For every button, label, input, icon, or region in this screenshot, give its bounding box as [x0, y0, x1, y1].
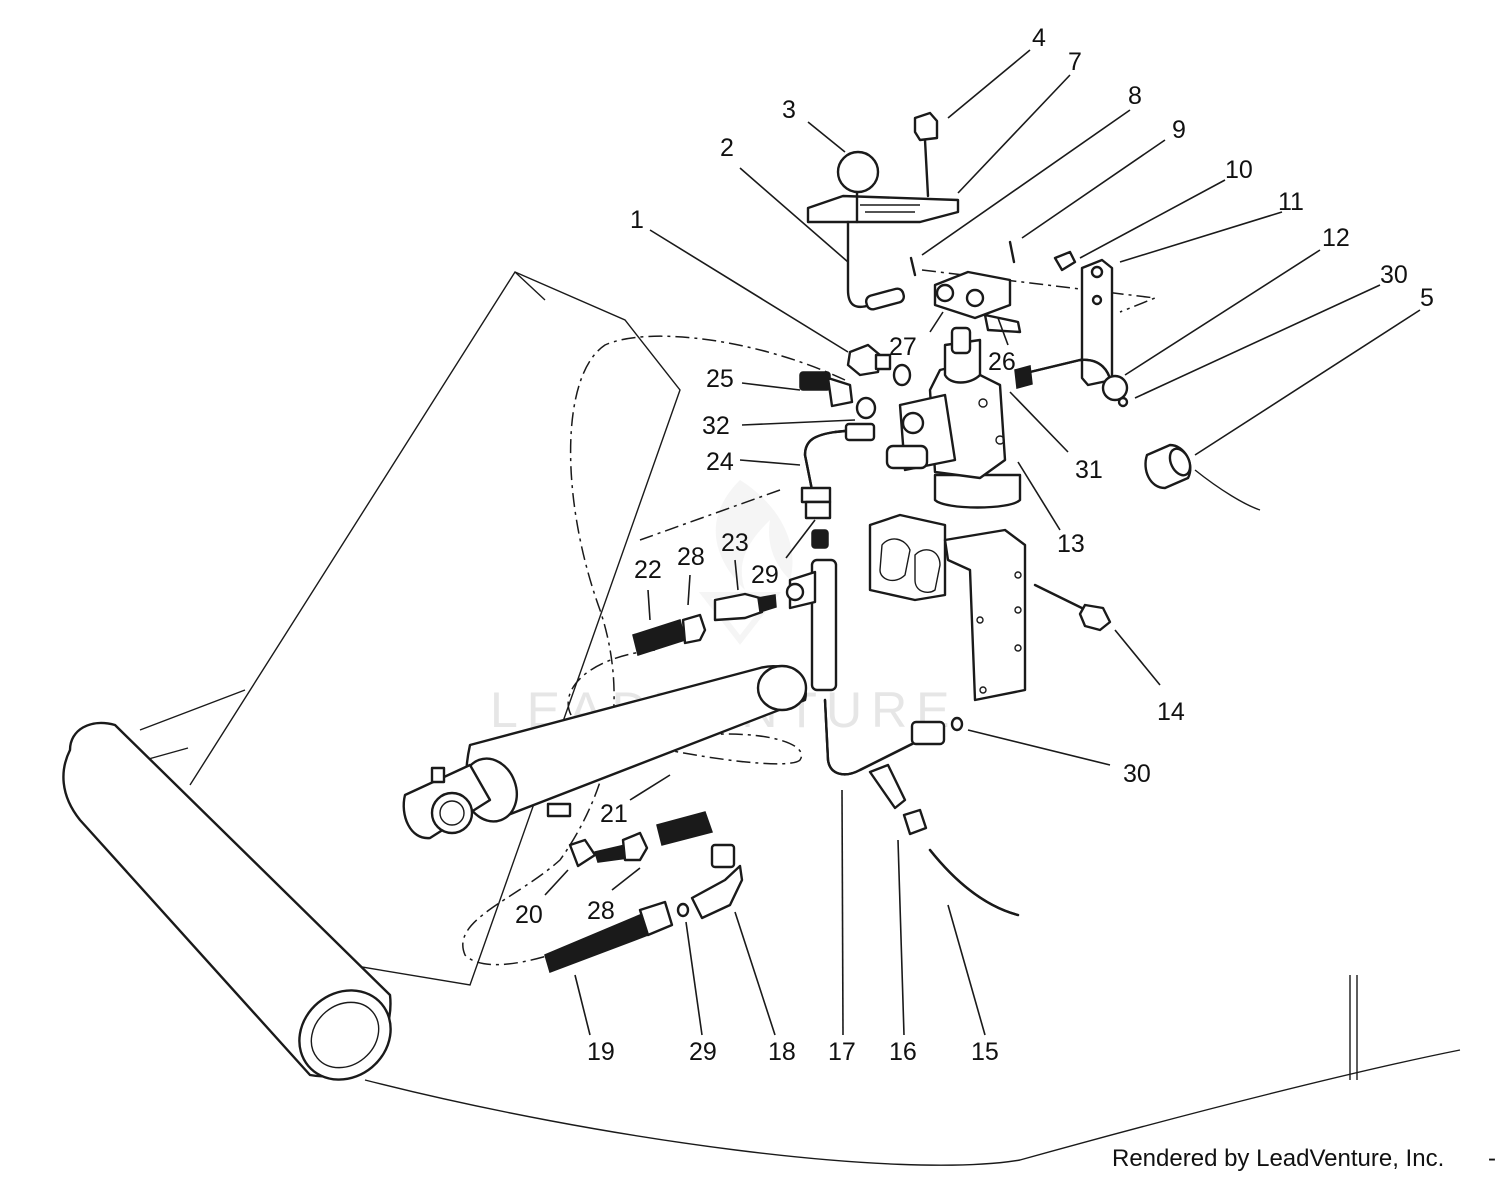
bolt-14 — [1033, 583, 1112, 632]
corner-mark: - — [1488, 1145, 1496, 1172]
hose-fittings-lower — [568, 811, 713, 868]
bracket-11 — [1053, 250, 1114, 387]
callout-28b: 28 — [587, 897, 615, 925]
callout-30b: 30 — [1123, 760, 1151, 788]
callouts: 1 2 3 4 5 7 8 9 10 11 12 30 27 26 25 32 … — [515, 24, 1434, 1066]
handle-knob — [836, 150, 880, 194]
bolt-4 — [913, 111, 939, 198]
spacer-5 — [1144, 443, 1192, 490]
callout-27: 27 — [889, 333, 917, 361]
callout-26: 26 — [988, 348, 1016, 376]
return-tube — [823, 698, 1020, 917]
clevis-27 — [933, 270, 1022, 334]
control-handle — [806, 150, 960, 311]
fitting-12 — [1014, 358, 1129, 408]
lower-hose — [544, 843, 744, 973]
elbow-24 — [800, 422, 876, 520]
callout-21: 21 — [600, 800, 628, 828]
callout-15: 15 — [971, 1038, 999, 1066]
frame-outline — [139, 271, 1461, 1166]
fitting-25 — [799, 371, 877, 420]
control-valve-13 — [885, 326, 1022, 509]
callout-29b: 29 — [689, 1038, 717, 1066]
callout-24: 24 — [706, 448, 734, 476]
callout-23: 23 — [721, 529, 749, 557]
cotter-pins — [909, 240, 1156, 313]
callout-1: 1 — [630, 206, 644, 234]
callout-4: 4 — [1032, 24, 1046, 52]
callout-22: 22 — [634, 556, 662, 584]
fitting-1 — [846, 343, 912, 387]
callout-3: 3 — [782, 96, 796, 124]
callout-9: 9 — [1172, 116, 1186, 144]
callout-7: 7 — [1068, 48, 1082, 76]
callout-10: 10 — [1225, 156, 1253, 184]
callout-14: 14 — [1157, 698, 1185, 726]
callout-30a: 30 — [1380, 261, 1408, 289]
callout-2: 2 — [720, 134, 734, 162]
callout-32: 32 — [702, 412, 730, 440]
hose-fittings-upper — [632, 592, 777, 656]
callout-17: 17 — [828, 1038, 856, 1066]
leader-lines — [544, 49, 1421, 1036]
render-credit: Rendered by LeadVenture, Inc. — [1112, 1145, 1444, 1172]
valve-mount — [868, 513, 1027, 702]
callout-18: 18 — [768, 1038, 796, 1066]
callout-28a: 28 — [677, 543, 705, 571]
tee-fitting — [785, 529, 838, 692]
hydraulic-cylinder-21 — [402, 664, 808, 840]
callout-25: 25 — [706, 365, 734, 393]
callout-29a: 29 — [751, 561, 779, 589]
callout-5: 5 — [1420, 284, 1434, 312]
callout-31: 31 — [1075, 456, 1103, 484]
frame-tube — [62, 721, 392, 1081]
callout-12: 12 — [1322, 224, 1350, 252]
callout-19: 19 — [587, 1038, 615, 1066]
callout-11: 11 — [1278, 188, 1304, 216]
callout-16: 16 — [889, 1038, 917, 1066]
callout-13: 13 — [1057, 530, 1085, 558]
callout-8: 8 — [1128, 82, 1142, 110]
callout-20: 20 — [515, 901, 543, 929]
